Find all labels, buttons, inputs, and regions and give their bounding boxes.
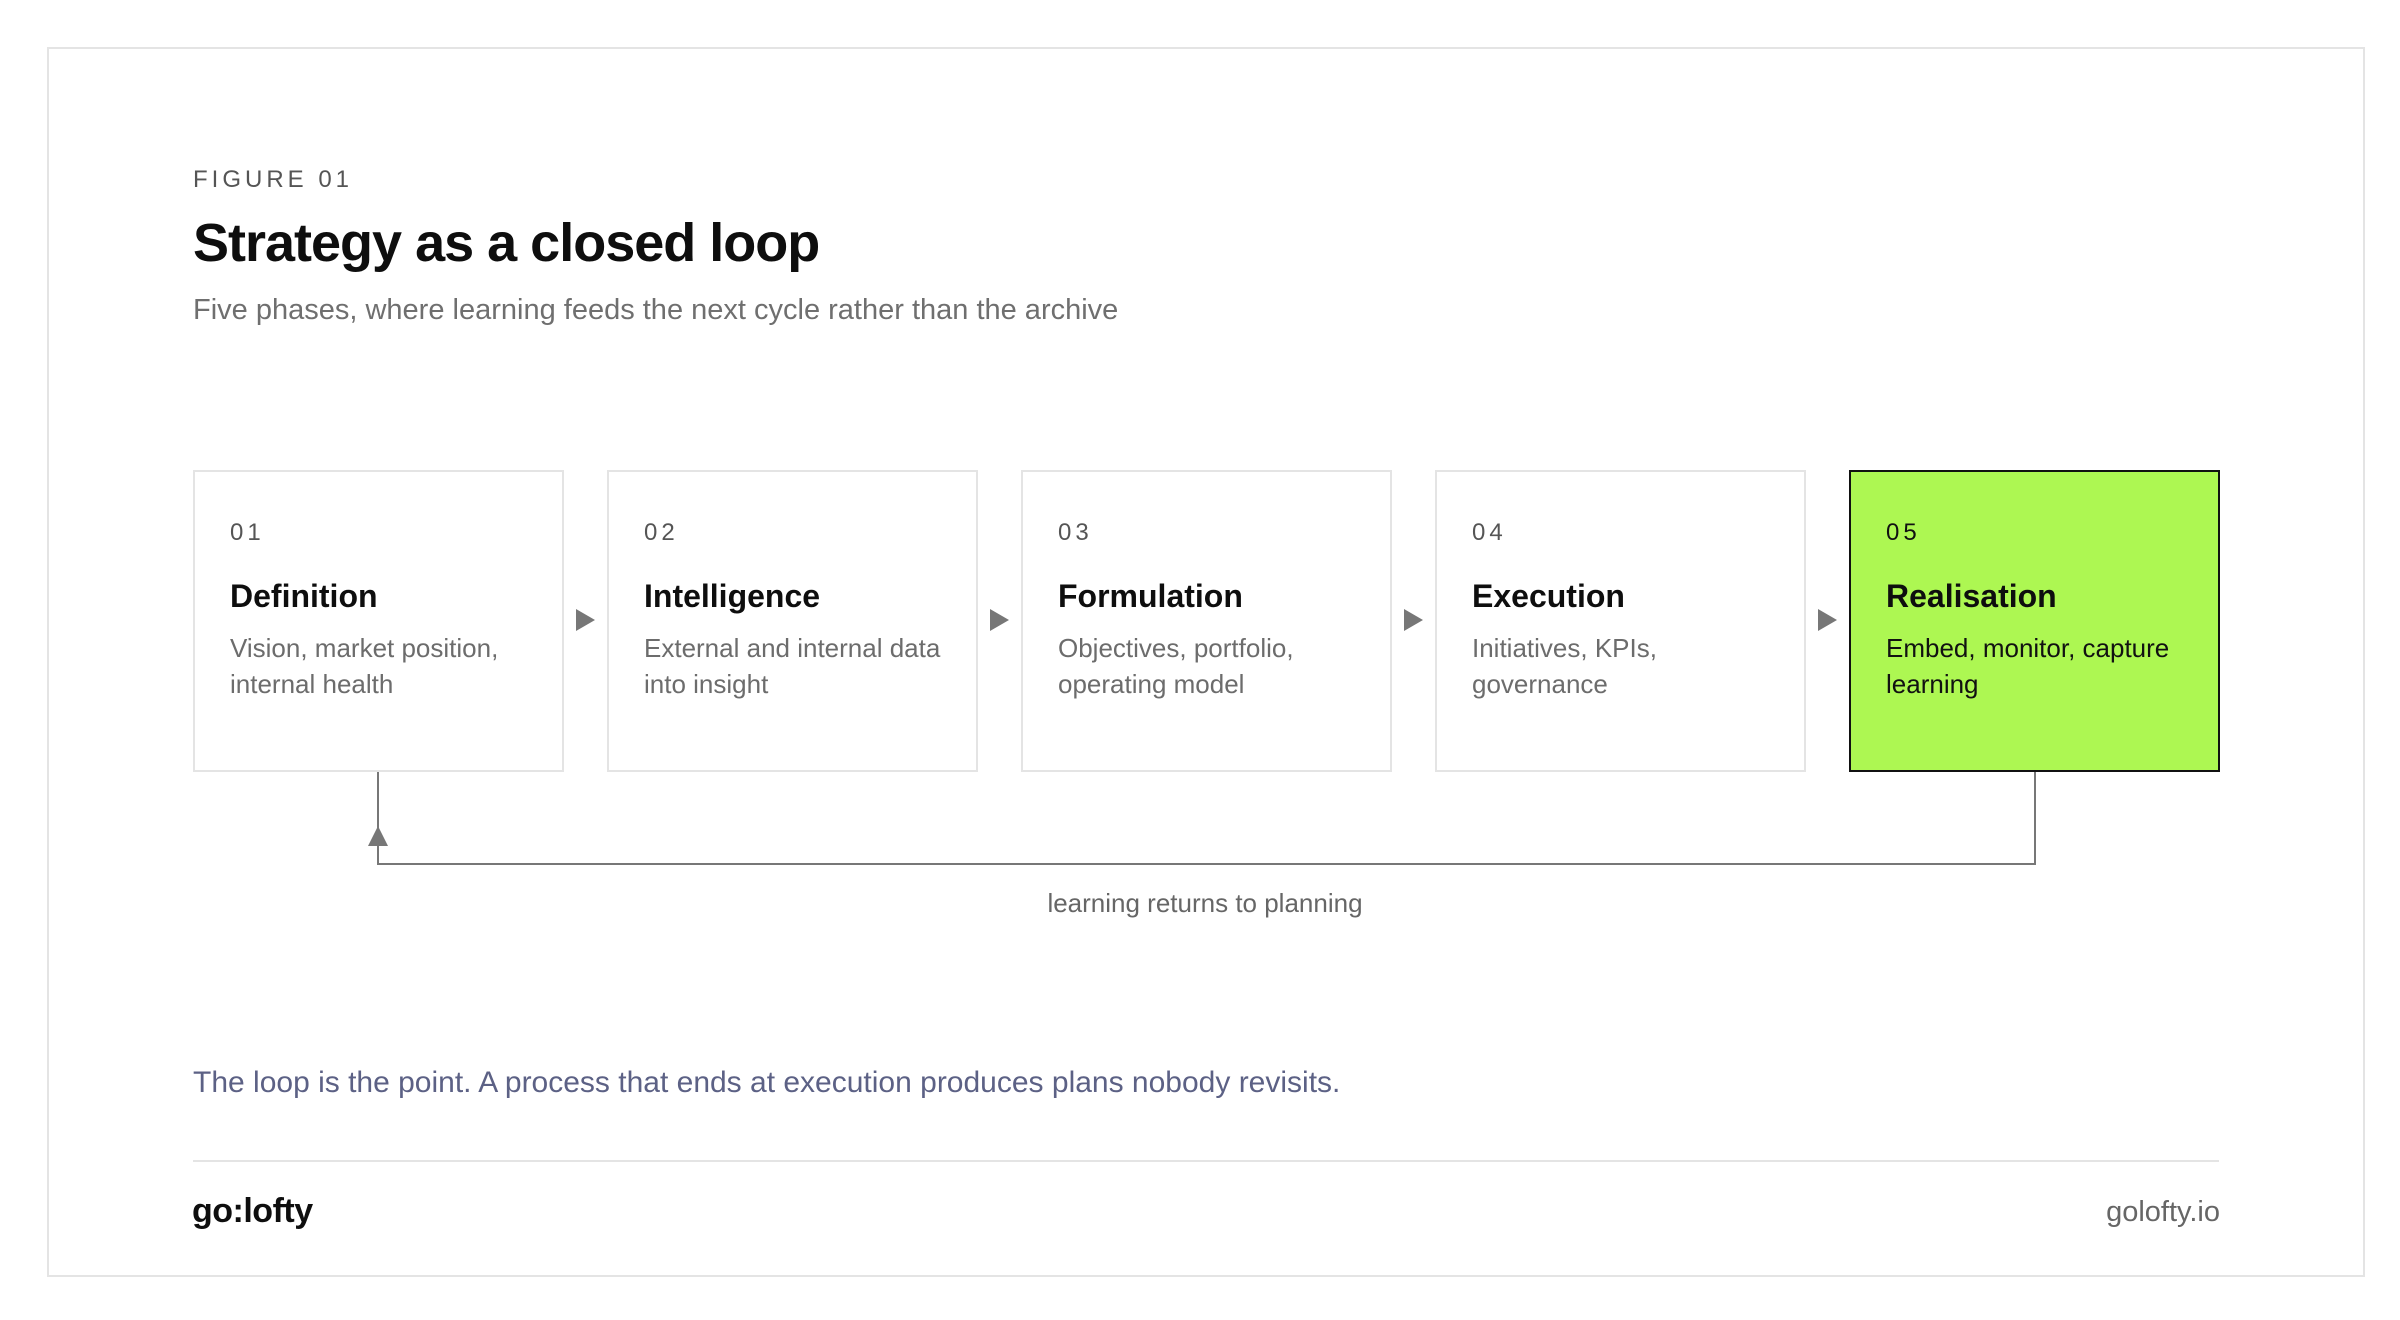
page-title: Strategy as a closed loop xyxy=(193,213,820,273)
phase-number: 03 xyxy=(1058,519,1093,546)
phase-description: Embed, monitor, capture learning xyxy=(1886,633,2170,699)
phase-title: Execution xyxy=(1472,578,1625,614)
phase-number: 04 xyxy=(1472,519,1507,546)
figure-label: FIGURE 01 xyxy=(193,166,354,193)
phase-number: 05 xyxy=(1886,519,1921,546)
phase-number: 01 xyxy=(230,519,265,546)
phase-number: 02 xyxy=(644,519,679,546)
phase-card-intelligence: 02 Intelligence External and internal da… xyxy=(607,470,978,772)
phase-card-formulation: 03 Formulation Objectives, portfolio, op… xyxy=(1021,470,1392,772)
arrow-right-icon xyxy=(1404,609,1423,631)
phase-title: Realisation xyxy=(1886,578,2057,614)
site-url: golofty.io xyxy=(2106,1196,2220,1228)
phase-title: Formulation xyxy=(1058,578,1243,614)
brand-logo: go:lofty xyxy=(192,1192,313,1230)
phase-description: Objectives, portfolio, operating model xyxy=(1058,633,1294,699)
footer-divider xyxy=(193,1160,2219,1162)
phase-title: Definition xyxy=(230,578,378,614)
arrow-right-icon xyxy=(576,609,595,631)
figure-frame xyxy=(47,47,2365,1277)
arrow-up-icon xyxy=(368,826,388,846)
phase-card-execution: 04 Execution Initiatives, KPIs, governan… xyxy=(1435,470,1806,772)
phase-title: Intelligence xyxy=(644,578,821,614)
phase-description: External and internal data into insight xyxy=(644,633,941,699)
arrow-right-icon xyxy=(1818,609,1837,631)
arrow-right-icon xyxy=(990,609,1009,631)
page-subtitle: Five phases, where learning feeds the ne… xyxy=(193,294,1119,326)
phase-description: Initiatives, KPIs, governance xyxy=(1472,633,1657,699)
loop-label: learning returns to planning xyxy=(1047,888,1363,918)
footnote: The loop is the point. A process that en… xyxy=(193,1066,1341,1099)
phase-card-definition: 01 Definition Vision, market position, i… xyxy=(193,470,564,772)
phase-description: Vision, market position, internal health xyxy=(230,633,499,699)
phase-card-realisation: 05 Realisation Embed, monitor, capture l… xyxy=(1849,470,2220,772)
loop-line xyxy=(377,772,2036,865)
